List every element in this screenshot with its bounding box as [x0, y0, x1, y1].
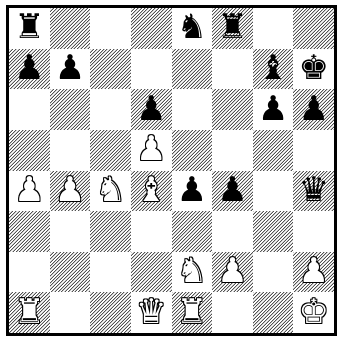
square-a7[interactable]: ♟ [9, 49, 50, 90]
square-d7[interactable] [131, 49, 172, 90]
black-bishop-icon[interactable]: ♝ [258, 51, 288, 85]
square-h2[interactable]: ♟ [293, 252, 334, 293]
black-pawn-icon[interactable]: ♟ [14, 51, 44, 85]
black-pawn-icon[interactable]: ♟ [55, 51, 85, 85]
white-knight-icon[interactable]: ♞ [177, 254, 207, 288]
square-b5[interactable] [50, 130, 91, 171]
square-e4[interactable]: ♟ [172, 171, 213, 212]
square-d6[interactable]: ♟ [131, 89, 172, 130]
square-c7[interactable] [90, 49, 131, 90]
square-e6[interactable] [172, 89, 213, 130]
square-e8[interactable]: ♞ [172, 8, 213, 49]
square-c2[interactable] [90, 252, 131, 293]
square-b7[interactable]: ♟ [50, 49, 91, 90]
chessboard: ♜ ♞ ♜ ♟ ♟ ♝ ♚ ♟ ♟ ♟ ♟ ♟ ♟ ♞ ♝ ♟ ♟ ♛ ♞ ♟ ♟ ♜ ♛ ♜ ♚ [9, 8, 334, 333]
square-d2[interactable] [131, 252, 172, 293]
white-pawn-icon[interactable]: ♟ [298, 254, 328, 288]
square-f6[interactable] [212, 89, 253, 130]
square-g4[interactable] [253, 171, 294, 212]
square-f2[interactable]: ♟ [212, 252, 253, 293]
square-b3[interactable] [50, 211, 91, 252]
square-b2[interactable] [50, 252, 91, 293]
white-pawn-icon[interactable]: ♟ [55, 173, 85, 207]
black-knight-icon[interactable]: ♞ [177, 10, 207, 44]
white-king-icon[interactable]: ♚ [298, 295, 328, 329]
square-f8[interactable]: ♜ [212, 8, 253, 49]
white-rook-icon[interactable]: ♜ [14, 295, 44, 329]
square-f1[interactable] [212, 292, 253, 333]
square-g8[interactable] [253, 8, 294, 49]
square-d8[interactable] [131, 8, 172, 49]
square-c4[interactable]: ♞ [90, 171, 131, 212]
square-h5[interactable] [293, 130, 334, 171]
black-pawn-icon[interactable]: ♟ [177, 173, 207, 207]
black-king-icon[interactable]: ♚ [298, 51, 328, 85]
black-pawn-icon[interactable]: ♟ [298, 92, 328, 126]
white-pawn-icon[interactable]: ♟ [136, 132, 166, 166]
square-a3[interactable] [9, 211, 50, 252]
square-h8[interactable] [293, 8, 334, 49]
square-b1[interactable] [50, 292, 91, 333]
square-a5[interactable] [9, 130, 50, 171]
chessboard-frame: ♜ ♞ ♜ ♟ ♟ ♝ ♚ ♟ ♟ ♟ ♟ ♟ ♟ ♞ ♝ ♟ ♟ ♛ ♞ ♟ ♟ ♜ ♛ ♜ ♚ [6, 5, 337, 336]
square-h1[interactable]: ♚ [293, 292, 334, 333]
white-bishop-icon[interactable]: ♝ [136, 173, 166, 207]
black-pawn-icon[interactable]: ♟ [258, 92, 288, 126]
square-f5[interactable] [212, 130, 253, 171]
square-c8[interactable] [90, 8, 131, 49]
black-queen-icon[interactable]: ♛ [298, 173, 328, 207]
square-g2[interactable] [253, 252, 294, 293]
square-e7[interactable] [172, 49, 213, 90]
black-pawn-icon[interactable]: ♟ [136, 92, 166, 126]
white-rook-icon[interactable]: ♜ [177, 295, 207, 329]
square-h4[interactable]: ♛ [293, 171, 334, 212]
square-a8[interactable]: ♜ [9, 8, 50, 49]
square-d3[interactable] [131, 211, 172, 252]
square-g1[interactable] [253, 292, 294, 333]
square-a6[interactable] [9, 89, 50, 130]
square-a1[interactable]: ♜ [9, 292, 50, 333]
square-e5[interactable] [172, 130, 213, 171]
square-a2[interactable] [9, 252, 50, 293]
square-d1[interactable]: ♛ [131, 292, 172, 333]
square-g3[interactable] [253, 211, 294, 252]
square-g6[interactable]: ♟ [253, 89, 294, 130]
square-b8[interactable] [50, 8, 91, 49]
white-pawn-icon[interactable]: ♟ [217, 254, 247, 288]
square-a4[interactable]: ♟ [9, 171, 50, 212]
square-c1[interactable] [90, 292, 131, 333]
white-pawn-icon[interactable]: ♟ [14, 173, 44, 207]
black-rook-icon[interactable]: ♜ [14, 10, 44, 44]
square-h6[interactable]: ♟ [293, 89, 334, 130]
square-c5[interactable] [90, 130, 131, 171]
square-b4[interactable]: ♟ [50, 171, 91, 212]
square-h3[interactable] [293, 211, 334, 252]
square-c3[interactable] [90, 211, 131, 252]
square-d5[interactable]: ♟ [131, 130, 172, 171]
square-f3[interactable] [212, 211, 253, 252]
square-e3[interactable] [172, 211, 213, 252]
square-f4[interactable]: ♟ [212, 171, 253, 212]
white-knight-icon[interactable]: ♞ [95, 173, 125, 207]
square-d4[interactable]: ♝ [131, 171, 172, 212]
square-e1[interactable]: ♜ [172, 292, 213, 333]
square-c6[interactable] [90, 89, 131, 130]
square-f7[interactable] [212, 49, 253, 90]
black-rook-icon[interactable]: ♜ [217, 10, 247, 44]
square-e2[interactable]: ♞ [172, 252, 213, 293]
square-h7[interactable]: ♚ [293, 49, 334, 90]
black-pawn-icon[interactable]: ♟ [217, 173, 247, 207]
white-queen-icon[interactable]: ♛ [136, 295, 166, 329]
square-g5[interactable] [253, 130, 294, 171]
square-g7[interactable]: ♝ [253, 49, 294, 90]
square-b6[interactable] [50, 89, 91, 130]
